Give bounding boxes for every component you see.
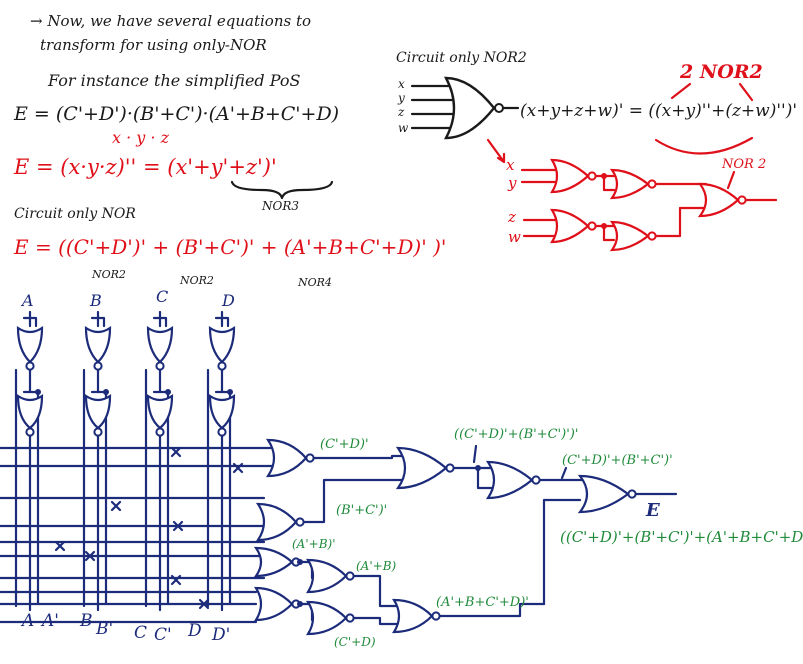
nor-gate-abcd: [392, 598, 434, 634]
nor4-gate: [444, 76, 496, 140]
rail-label-d: D: [187, 621, 202, 641]
label-abcd: (A'+B+C'+D)': [436, 595, 529, 610]
sub-label-nor2-b: NOR2: [179, 274, 214, 287]
red-nor-gate-3: [550, 208, 590, 244]
connection-mark: [84, 550, 96, 562]
nor-gate-a-b: [253, 546, 294, 578]
red-nor-gate-final: [697, 182, 740, 218]
buffer-nor-c: [146, 393, 174, 430]
red-nor-gate-2: [609, 168, 650, 200]
connection-mark: [170, 574, 182, 586]
label-mid-2: (C'+D)'+(B'+C')': [562, 453, 673, 468]
red-input-x: x: [506, 156, 515, 174]
input-column-d: [206, 310, 236, 612]
nor-gate-c-d: [265, 438, 308, 478]
input-letter-b: B: [89, 291, 102, 310]
substitution-vars: x · y · z: [112, 128, 170, 147]
red-input-w: w: [508, 228, 521, 246]
buffer-nor-d: [208, 393, 236, 430]
input-column-b: [82, 310, 112, 612]
nor-gate-mid: [395, 446, 448, 490]
nor3-label: NOR3: [261, 199, 299, 213]
nor-gate-b-c: [255, 502, 298, 542]
label-a-b-prime: (A'+B)': [292, 537, 336, 551]
rail-label-d-prime: D': [211, 625, 230, 645]
circuit-only-nor2: Circuit only NOR2 x y z w (x+y+z+w)' = (…: [396, 50, 797, 252]
red-nor-gate-1: [550, 158, 590, 194]
nor4-input-y: y: [397, 91, 405, 105]
nor-implementation-circuit: A B C D (C'+D)' (B'+C')' ((C'+: [0, 287, 803, 649]
circuit-nor2-title: Circuit only NOR2: [396, 50, 527, 66]
nor4-bubble: [494, 103, 504, 113]
circuit-only-nor: Circuit only NOR E = ((C'+D')' + (B'+C')…: [13, 206, 446, 289]
nor-gate-c-d-2: [254, 586, 294, 622]
rail-label-a: A: [20, 611, 34, 631]
connection-mark: [172, 520, 184, 532]
intro-line-2: transform for using only-NOR: [40, 36, 267, 54]
rail-label-c: C: [134, 623, 147, 643]
equation-nor3: E = (x·y·z)'' = (x'+y'+z')': [13, 155, 277, 179]
label-b-c: (B'+C')': [336, 503, 387, 518]
connection-mark: [198, 598, 210, 610]
connection-mark: [54, 540, 66, 552]
nor-gate-final: [577, 474, 630, 514]
inverter-nor-b: [84, 325, 112, 364]
red-nor-gate-4: [609, 220, 650, 252]
connection-mark: [232, 462, 244, 474]
label-c-d-2: (C'+D): [334, 635, 376, 649]
label-2-nor2: 2 NOR2: [679, 61, 763, 83]
circuit-nor-equation: E = ((C'+D')' + (B'+C')' + (A'+B+C'+D)' …: [13, 235, 446, 259]
nor4-output-expression: (x+y+z+w)' = ((x+y)''+(z+w)'')': [520, 101, 797, 121]
connection-mark: [170, 446, 182, 458]
red-nor2-label: NOR 2: [721, 157, 766, 172]
label-final: ((C'+D)'+(B'+C')'+(A'+B+C'+D)')': [560, 528, 803, 546]
rail-label-c-prime: C': [154, 625, 172, 645]
nor3-brace: [230, 180, 334, 200]
red-input-z: z: [507, 208, 516, 226]
nor4-input-w: w: [398, 121, 409, 135]
sub-label-nor4: NOR4: [297, 276, 332, 289]
buffer-nor-a: [16, 393, 44, 430]
nor-gate-inverter: [485, 460, 534, 500]
label-c-d: (C'+D)': [320, 437, 369, 452]
label-mid-top: ((C'+D)'+(B'+C')')': [454, 427, 578, 442]
rail-label-a-prime: A': [40, 611, 59, 631]
input-letter-a: A: [20, 291, 34, 310]
equation-pos: E = (C'+D')·(B'+C')·(A'+B+C'+D): [13, 103, 339, 125]
nor4-input-z: z: [397, 105, 405, 119]
intro-text: → Now, we have several equations to tran…: [13, 12, 339, 213]
connection-mark: [110, 500, 122, 512]
nor-gate-c-d-2-inv: [306, 600, 348, 636]
red-input-y: y: [507, 174, 517, 192]
input-letter-c: C: [156, 287, 168, 306]
inverter-nor-c: [146, 325, 174, 364]
label-a-b: (A'+B): [356, 559, 397, 573]
input-column-a: [14, 310, 44, 612]
nor4-input-x: x: [398, 77, 405, 91]
rail-label-b: B: [79, 611, 93, 631]
rail-label-b-prime: B': [95, 619, 113, 639]
intro-line-1: → Now, we have several equations to: [30, 12, 311, 30]
buffer-nor-b: [84, 393, 112, 430]
nor-gate-a-b-inv: [306, 558, 348, 594]
inverter-nor-a: [16, 325, 44, 364]
circuit-nor-title: Circuit only NOR: [14, 206, 136, 222]
inverter-nor-d: [208, 325, 236, 364]
sub-label-nor2-a: NOR2: [91, 268, 126, 281]
input-column-c: [144, 310, 174, 612]
output-e: E: [645, 500, 660, 521]
intro-line-3: For instance the simplified PoS: [47, 71, 301, 90]
input-letter-d: D: [221, 291, 235, 310]
